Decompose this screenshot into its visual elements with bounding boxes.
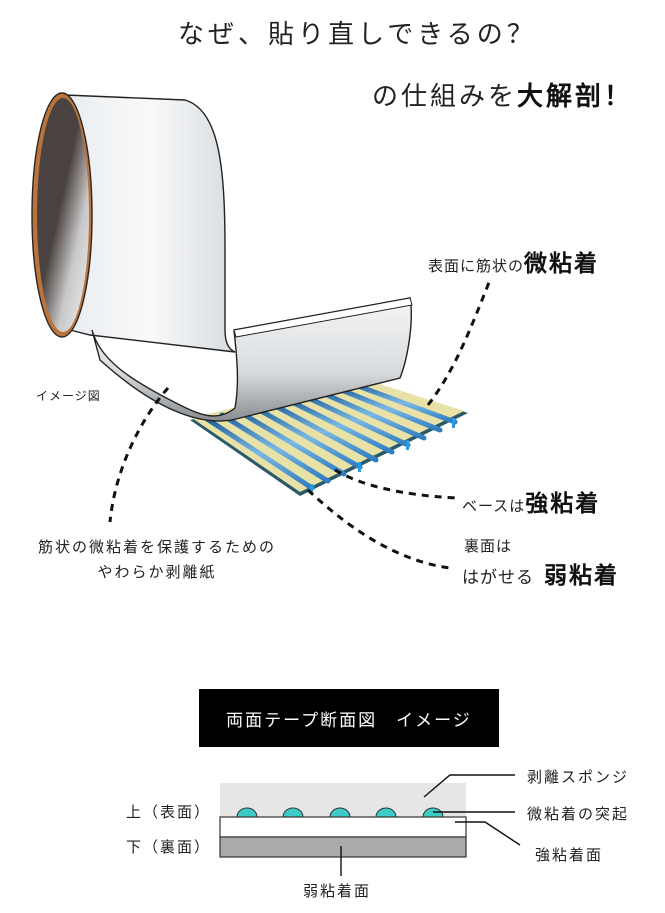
- cross-section-banner: 両面テープ断面図 イメージ: [199, 689, 499, 747]
- callout-liner: 筋状の微粘着を保護するための やわらか剥離紙: [12, 535, 302, 585]
- label-bottom-surface: 下（裏面）: [126, 838, 212, 856]
- callout-base-bold: 強粘着: [525, 491, 601, 517]
- callout-liner-line2: やわらか剥離紙: [97, 563, 217, 581]
- label-top-surface: 上（表面）: [126, 803, 212, 821]
- tape-roll: [31, 92, 236, 353]
- callout-base: ベースは強粘着: [462, 484, 600, 518]
- callout-surface-bold: 微粘着: [524, 251, 600, 277]
- callout-back-prefix: はがせる: [462, 568, 534, 588]
- headline-subtitle-bold: 大解剖！: [517, 82, 634, 112]
- headline-question: なぜ、貼り直しできるの？: [178, 20, 537, 50]
- callout-back-line1: 裏面は: [464, 537, 513, 555]
- label-strong-adhesive: 強粘着面: [535, 846, 604, 864]
- callout-liner-line1: 筋状の微粘着を保護するための: [37, 538, 276, 556]
- label-micro-adhesive-bumps: 微粘着の突起: [527, 805, 630, 823]
- callout-base-prefix: ベースは: [462, 497, 526, 515]
- label-weak-adhesive: 弱粘着面: [303, 882, 372, 900]
- label-release-sponge: 剥離スポンジ: [527, 768, 630, 786]
- tape-base-sheet: [190, 377, 468, 496]
- callout-leaders: [108, 279, 492, 570]
- callout-surface: 表面に筋状の微粘着: [428, 244, 599, 278]
- image-note: イメージ図: [36, 389, 101, 403]
- callout-back: はがせる弱粘着: [462, 556, 619, 590]
- tape-peeled-flap: [91, 297, 413, 422]
- callout-back-bold: 弱粘着: [544, 563, 619, 589]
- headline-subtitle: の仕組みを大解剖！: [372, 76, 633, 113]
- headline-subtitle-prefix: の仕組みを: [372, 82, 518, 112]
- callout-surface-prefix: 表面に筋状の: [428, 257, 525, 275]
- cross-section-diagram: [219, 774, 521, 876]
